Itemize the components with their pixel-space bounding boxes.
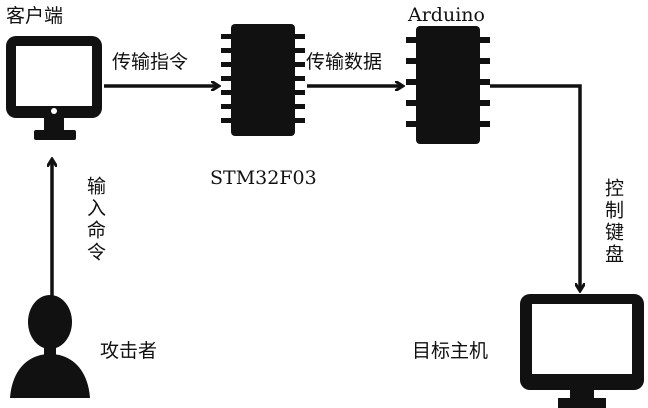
stm32-label: STM32F03 — [210, 167, 317, 189]
arduino-chip-icon — [406, 26, 490, 144]
target-monitor-icon — [520, 294, 644, 408]
arrow-arduino-to-target — [490, 84, 580, 290]
target-label: 目标主机 — [412, 340, 489, 362]
edge-label-control-keyboard: 控制键盘 — [602, 178, 624, 266]
attacker-person-icon — [10, 295, 90, 398]
arduino-label: Arduino — [408, 4, 485, 26]
edge-label-input-command: 输入命令 — [84, 176, 106, 264]
client-label: 客户端 — [6, 5, 64, 27]
stm32-chip-icon — [221, 24, 305, 136]
client-monitor-icon — [6, 36, 102, 140]
edge-label-transfer-data: 传输数据 — [306, 51, 383, 73]
attacker-label: 攻击者 — [100, 340, 158, 362]
edge-label-transfer-command: 传输指令 — [112, 51, 189, 73]
